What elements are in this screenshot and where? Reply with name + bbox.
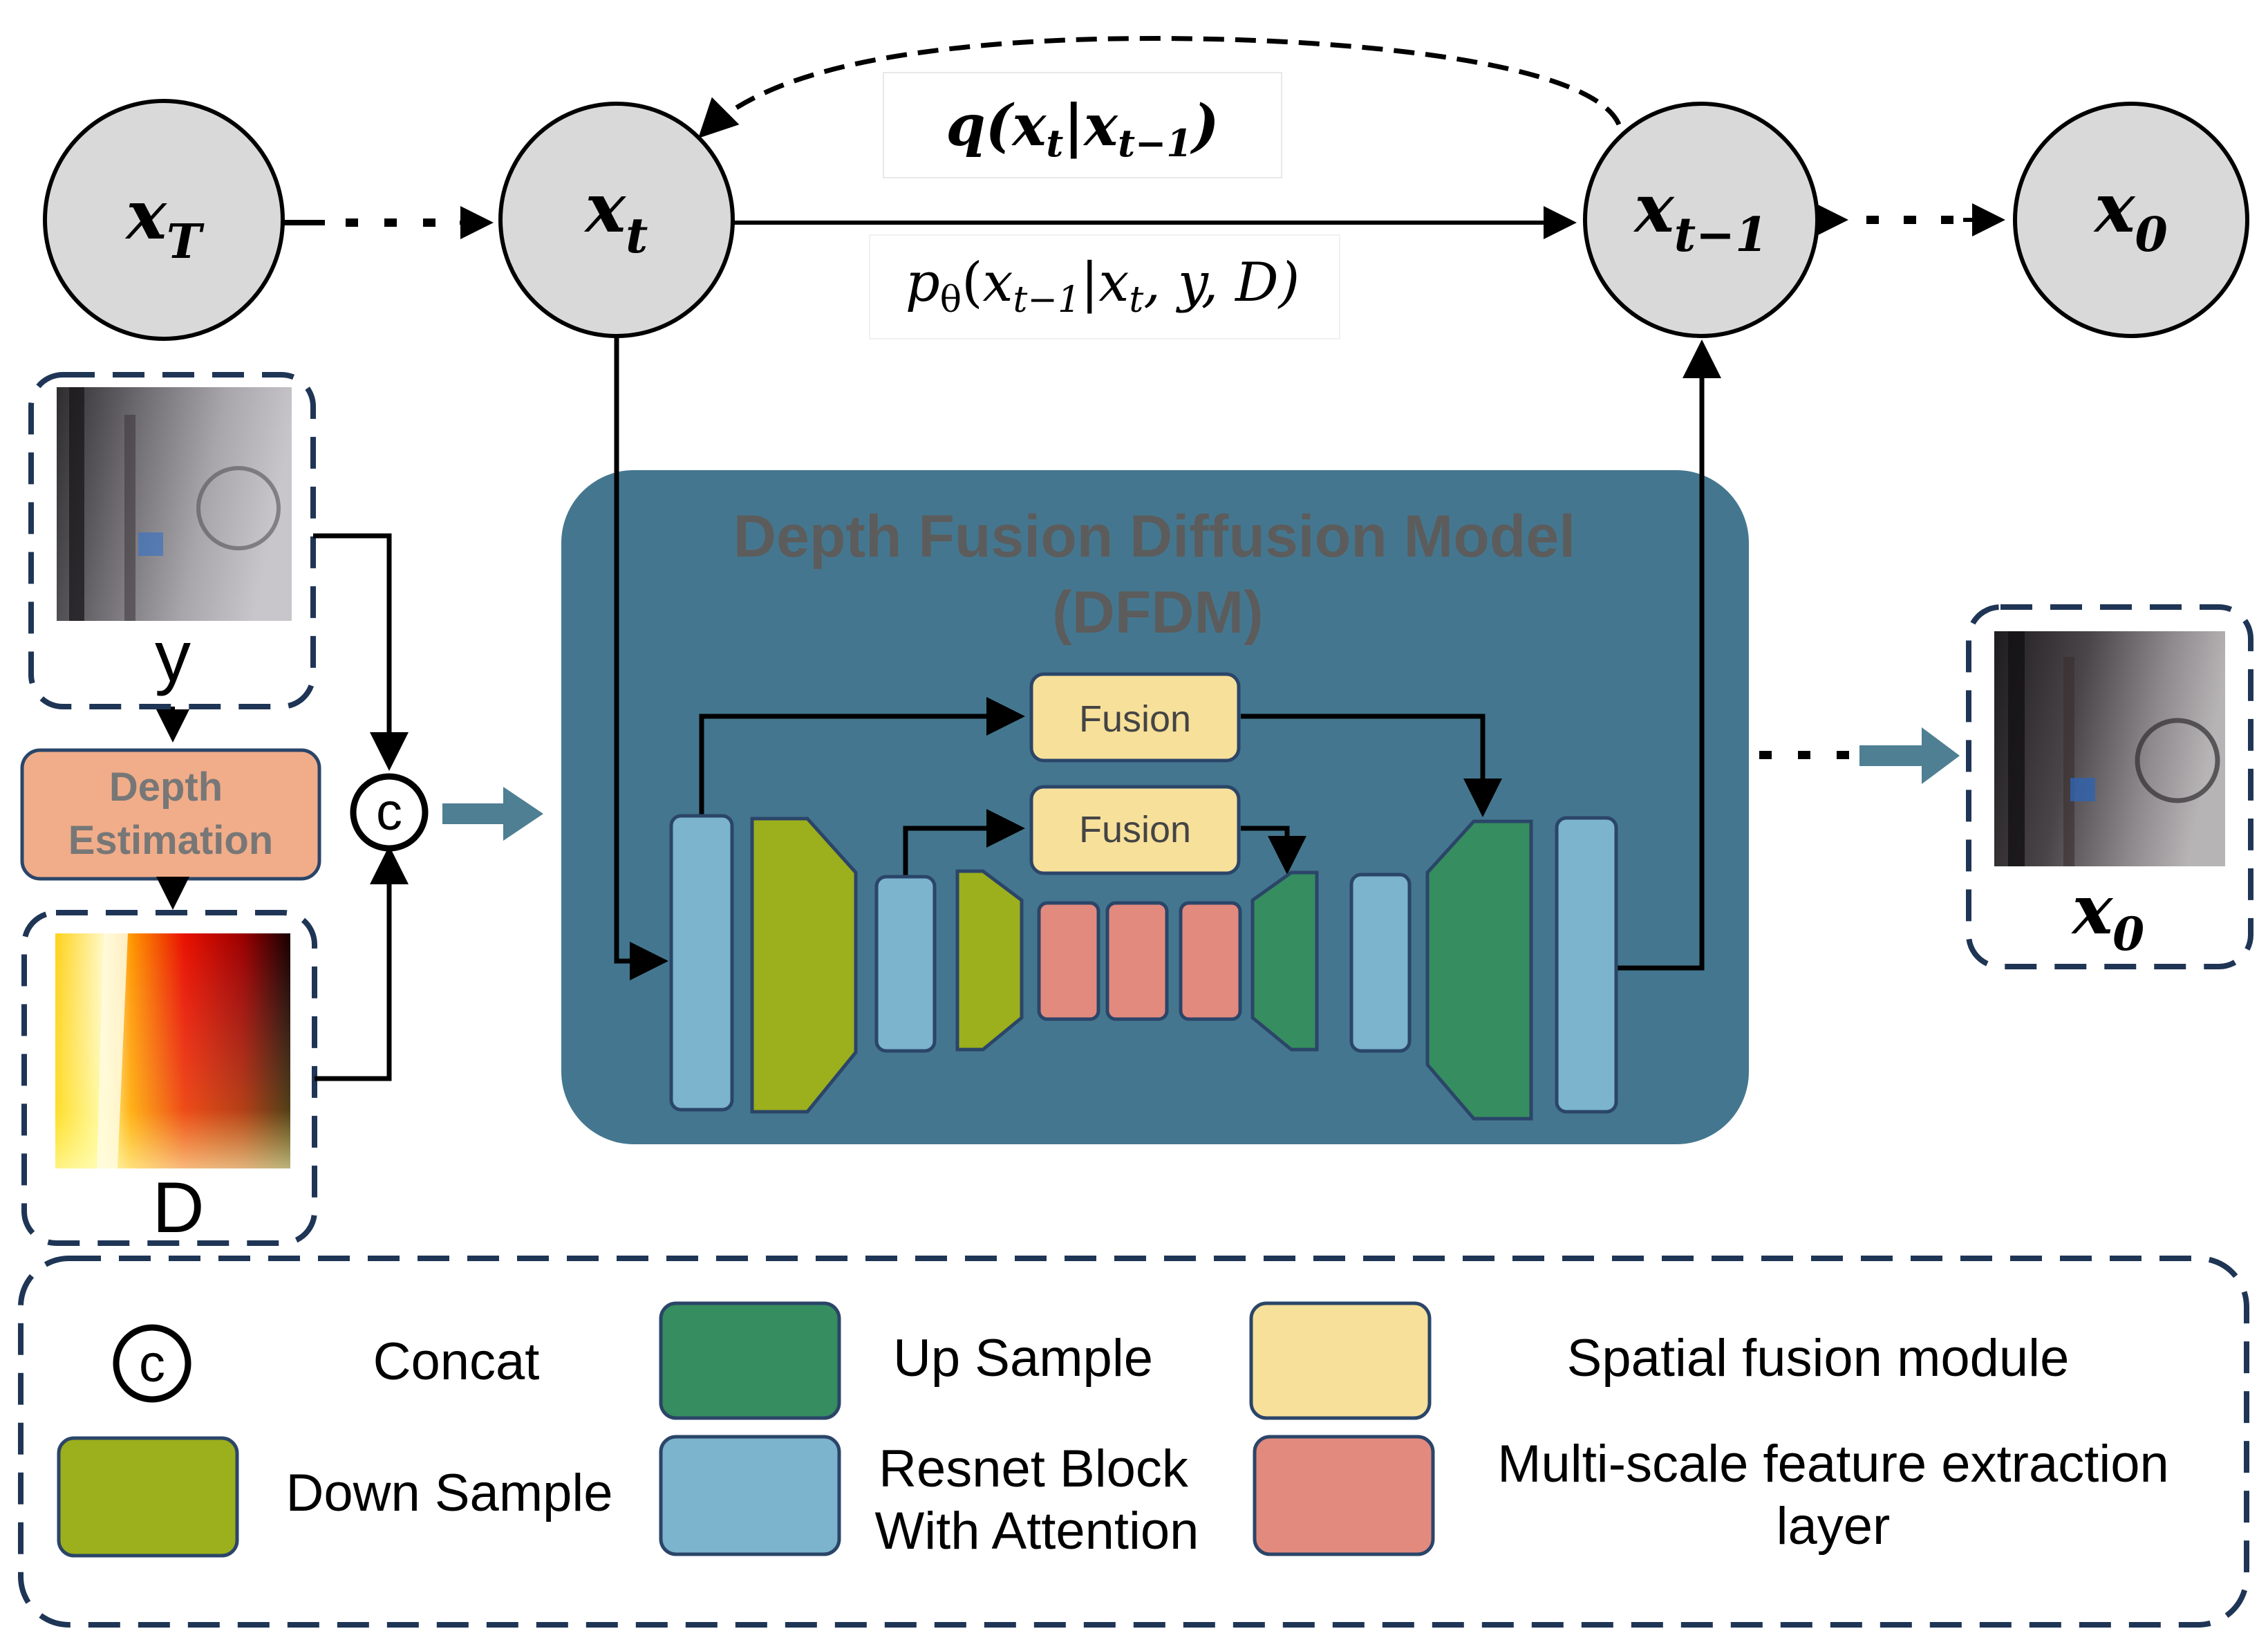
forward-a-sub: t	[1046, 121, 1063, 165]
x-t-1-sub: t−1	[1674, 207, 1768, 263]
concat-lines	[313, 533, 409, 1081]
node-x-t-minus-1: xt−1	[1583, 102, 1819, 338]
x-0-base: x	[2093, 169, 2136, 248]
resnet-block-4	[1555, 816, 1618, 1114]
dfdm-model: Depth Fusion Diffusion Model (DFDM) Fusi…	[561, 336, 1749, 1144]
svg-text:x0: x0	[2071, 870, 2144, 961]
fusion-block-top: Fusion	[1029, 672, 1241, 763]
output-image	[1994, 631, 2225, 866]
reverse-b-sub: t	[1129, 279, 1143, 321]
reverse-func: p	[906, 252, 940, 314]
reverse-bar: |	[1080, 252, 1098, 314]
svg-text:q(xt|xt−1): q(xt|xt−1)	[946, 93, 1219, 165]
x-T-base: x	[124, 176, 167, 255]
forward-func: q(	[946, 93, 1014, 159]
x-t-base: x	[584, 169, 627, 248]
legend-down-sample: Down Sample	[57, 1436, 613, 1558]
node-x-0: x0	[2013, 102, 2249, 338]
legend-resnet-line2: With Attention	[875, 1502, 1199, 1560]
svg-text:xT: xT	[124, 176, 204, 270]
multiscale-block-3	[1179, 901, 1242, 1021]
node-x-T: xT	[43, 99, 285, 341]
resnet-block-1	[669, 814, 734, 1112]
forward-a: x	[1011, 93, 1047, 159]
legend-resnet: Resnet Block With Attention	[659, 1435, 1199, 1560]
depth-estimation-line1: Depth	[109, 765, 223, 810]
legend-resnet-line1: Resnet Block	[879, 1439, 1189, 1498]
reverse-a-sub: t−1	[1013, 279, 1081, 321]
reverse-func-sub: θ	[940, 279, 962, 321]
output-base: x	[2071, 870, 2114, 950]
depth-estimation-line2: Estimation	[68, 818, 274, 863]
reverse-b: x	[1098, 252, 1129, 314]
legend-concat-symbol: c	[139, 1334, 165, 1393]
resnet-block-2	[874, 875, 937, 1053]
concat-symbol: c	[350, 773, 429, 852]
equation-reverse: pθ(xt−1|xt, y, D)	[869, 234, 1340, 339]
legend: c Concat Up Sample Spatial fusion module…	[18, 1256, 2249, 1628]
x-t-1-base: x	[1633, 169, 1676, 248]
down-sample-block-2	[955, 869, 1024, 1052]
multiscale-block-2	[1105, 901, 1169, 1021]
legend-up-sample-label: Up Sample	[893, 1329, 1153, 1388]
legend-multiscale-line1: Multi-scale feature extraction	[1497, 1435, 2169, 1493]
svg-text:xt: xt	[584, 169, 648, 264]
legend-concat: c Concat	[113, 1324, 540, 1403]
fusion-top-label: Fusion	[1079, 698, 1191, 740]
svg-text:xt−1: xt−1	[1633, 169, 1768, 263]
up-sample-block-1	[1250, 870, 1319, 1052]
depth-map-panel: D	[21, 910, 317, 1248]
hazy-input-panel: y	[28, 372, 316, 709]
multiscale-block-1	[1037, 901, 1100, 1021]
forward-bar: |	[1063, 93, 1084, 159]
forward-b: x	[1083, 93, 1118, 159]
down-sample-block-1	[750, 817, 858, 1114]
svg-text:pθ(xt−1|xt, y, D): pθ(xt−1|xt, y, D)	[906, 252, 1300, 321]
legend-spatial-fusion-label: Spatial fusion module	[1567, 1329, 2070, 1388]
output-sub: 0	[2112, 907, 2144, 961]
output-ellipsis-arrow	[1759, 727, 1960, 784]
reverse-rest: , y, D)	[1143, 252, 1300, 314]
forward-close: )	[1190, 93, 1219, 159]
up-sample-block-2	[1425, 819, 1533, 1121]
svg-text:x0: x0	[2093, 169, 2168, 263]
x-T-sub: T	[167, 214, 205, 270]
depth-map-label: D	[152, 1168, 204, 1248]
fusion-bottom-label: Fusion	[1079, 809, 1191, 850]
equation-forward: q(xt|xt−1)	[883, 72, 1282, 178]
model-title-line2: (DFDM)	[1052, 579, 1264, 646]
concat-symbol-text: c	[376, 783, 402, 841]
arrow-forward-dashed	[698, 36, 1622, 138]
x-t-sub: t	[626, 207, 648, 264]
legend-down-sample-label: Down Sample	[285, 1464, 612, 1522]
model-title-line1: Depth Fusion Diffusion Model	[733, 503, 1575, 570]
fusion-block-bottom: Fusion	[1029, 785, 1241, 875]
legend-multiscale: Multi-scale feature extraction layer	[1253, 1435, 2169, 1556]
resnet-block-3	[1349, 873, 1412, 1053]
node-x-t: xt	[498, 102, 735, 338]
forward-b-sub: t−1	[1118, 121, 1192, 165]
legend-spatial-fusion: Spatial fusion module	[1249, 1301, 2070, 1420]
hazy-label: y	[155, 617, 191, 697]
legend-multiscale-line2: layer	[1777, 1497, 1891, 1556]
depth-estimation-box: Depth Estimation	[20, 748, 321, 881]
hazy-image	[57, 387, 292, 621]
legend-concat-label: Concat	[373, 1332, 540, 1391]
teal-arrow-into-model	[442, 787, 543, 841]
reverse-open: (	[962, 252, 982, 314]
legend-up-sample: Up Sample	[659, 1301, 1153, 1420]
output-panel: x0	[1966, 604, 2253, 969]
reverse-a: x	[983, 252, 1013, 314]
x-0-sub: 0	[2135, 207, 2168, 263]
